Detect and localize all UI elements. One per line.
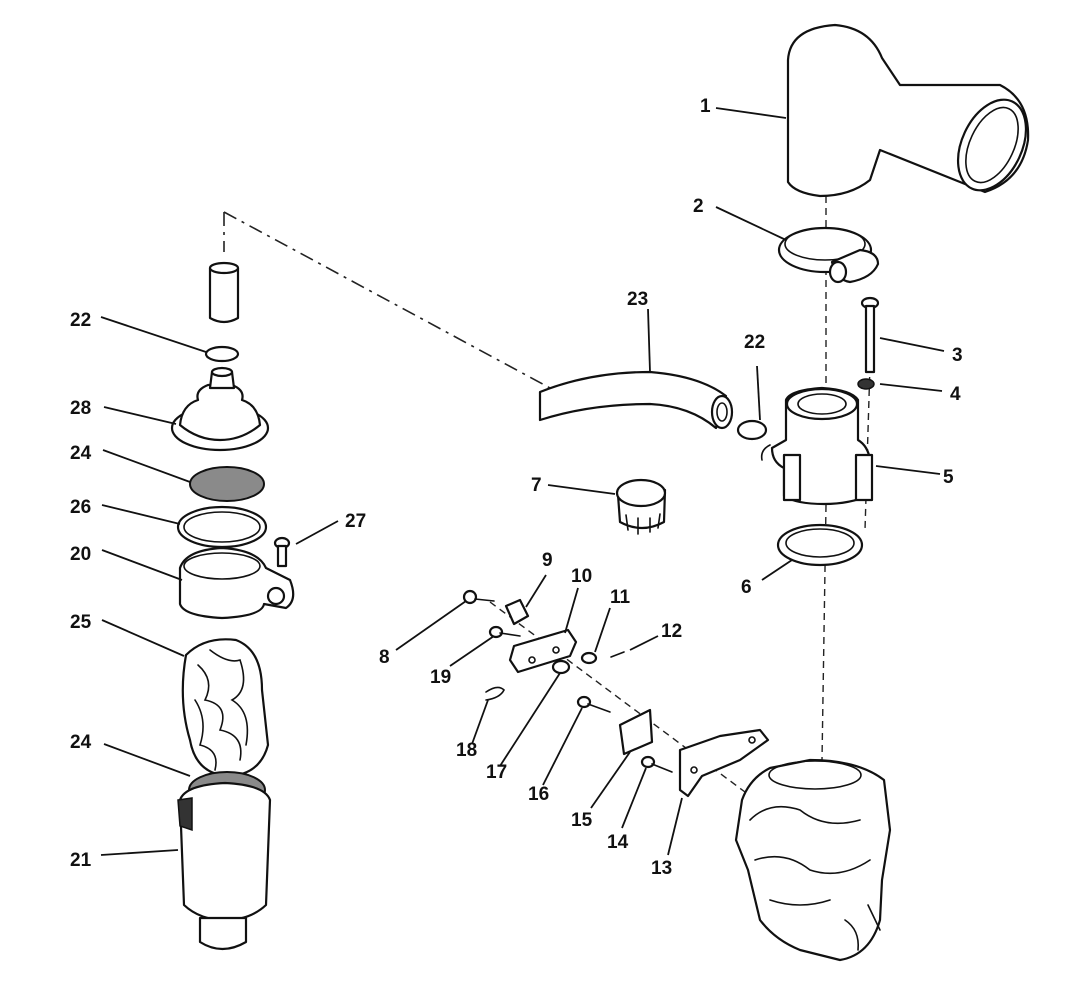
callout-20: 20 [70, 544, 91, 565]
callout-18: 18 [456, 740, 477, 761]
callout-5: 5 [943, 467, 954, 488]
tube-part [208, 261, 240, 324]
callout-13: 13 [651, 858, 672, 879]
callout-7: 7 [531, 475, 542, 496]
callout-21: 21 [70, 850, 92, 871]
bowl-part [177, 781, 272, 951]
hose-clip-right-part [736, 419, 768, 441]
callout-24-bottom: 24 [70, 732, 92, 753]
callout-9: 9 [542, 550, 553, 571]
leader-lines [100, 107, 945, 856]
bellows-boot-part [170, 366, 270, 452]
callout-27: 27 [345, 511, 366, 532]
callout-22-right: 22 [744, 332, 765, 353]
filter-screen-top-part [189, 466, 265, 502]
callout-23: 23 [627, 289, 648, 310]
lock-washer-part [857, 378, 875, 390]
callout-4: 4 [950, 384, 961, 405]
clip-left-part [204, 345, 240, 363]
callout-labels: 1 2 3 4 5 6 7 8 9 10 11 12 13 14 15 16 1… [70, 96, 963, 879]
cover-part [178, 546, 295, 620]
callout-11: 11 [610, 587, 631, 608]
callout-16: 16 [528, 784, 549, 805]
callout-25: 25 [70, 612, 92, 633]
assembly-lines [223, 196, 871, 793]
callout-2: 2 [693, 196, 704, 217]
callout-14: 14 [607, 832, 629, 853]
adapter-part [760, 386, 874, 506]
bolt-part [860, 296, 880, 374]
callout-6: 6 [741, 577, 752, 598]
linkage-parts [462, 589, 770, 798]
callout-26: 26 [70, 497, 91, 518]
callout-19: 19 [430, 667, 451, 688]
callout-28: 28 [70, 398, 91, 419]
o-ring-part [176, 505, 268, 549]
cap-part [615, 478, 667, 535]
callout-22-left: 22 [70, 310, 91, 331]
callout-15: 15 [571, 810, 593, 831]
callout-8: 8 [379, 647, 390, 668]
carburetor-part [734, 758, 892, 962]
callout-1: 1 [700, 96, 711, 117]
callout-3: 3 [952, 345, 963, 366]
filter-element-part [181, 638, 270, 778]
hose-clamp-part [777, 226, 880, 284]
callout-12: 12 [661, 621, 682, 642]
elbow-intake-part [786, 23, 1030, 198]
vent-hose-part [538, 370, 734, 430]
gasket-ring-part [776, 523, 864, 567]
screw-part [273, 536, 291, 568]
callout-10: 10 [571, 566, 592, 587]
callout-17: 17 [486, 762, 507, 783]
callout-24-top: 24 [70, 443, 92, 464]
